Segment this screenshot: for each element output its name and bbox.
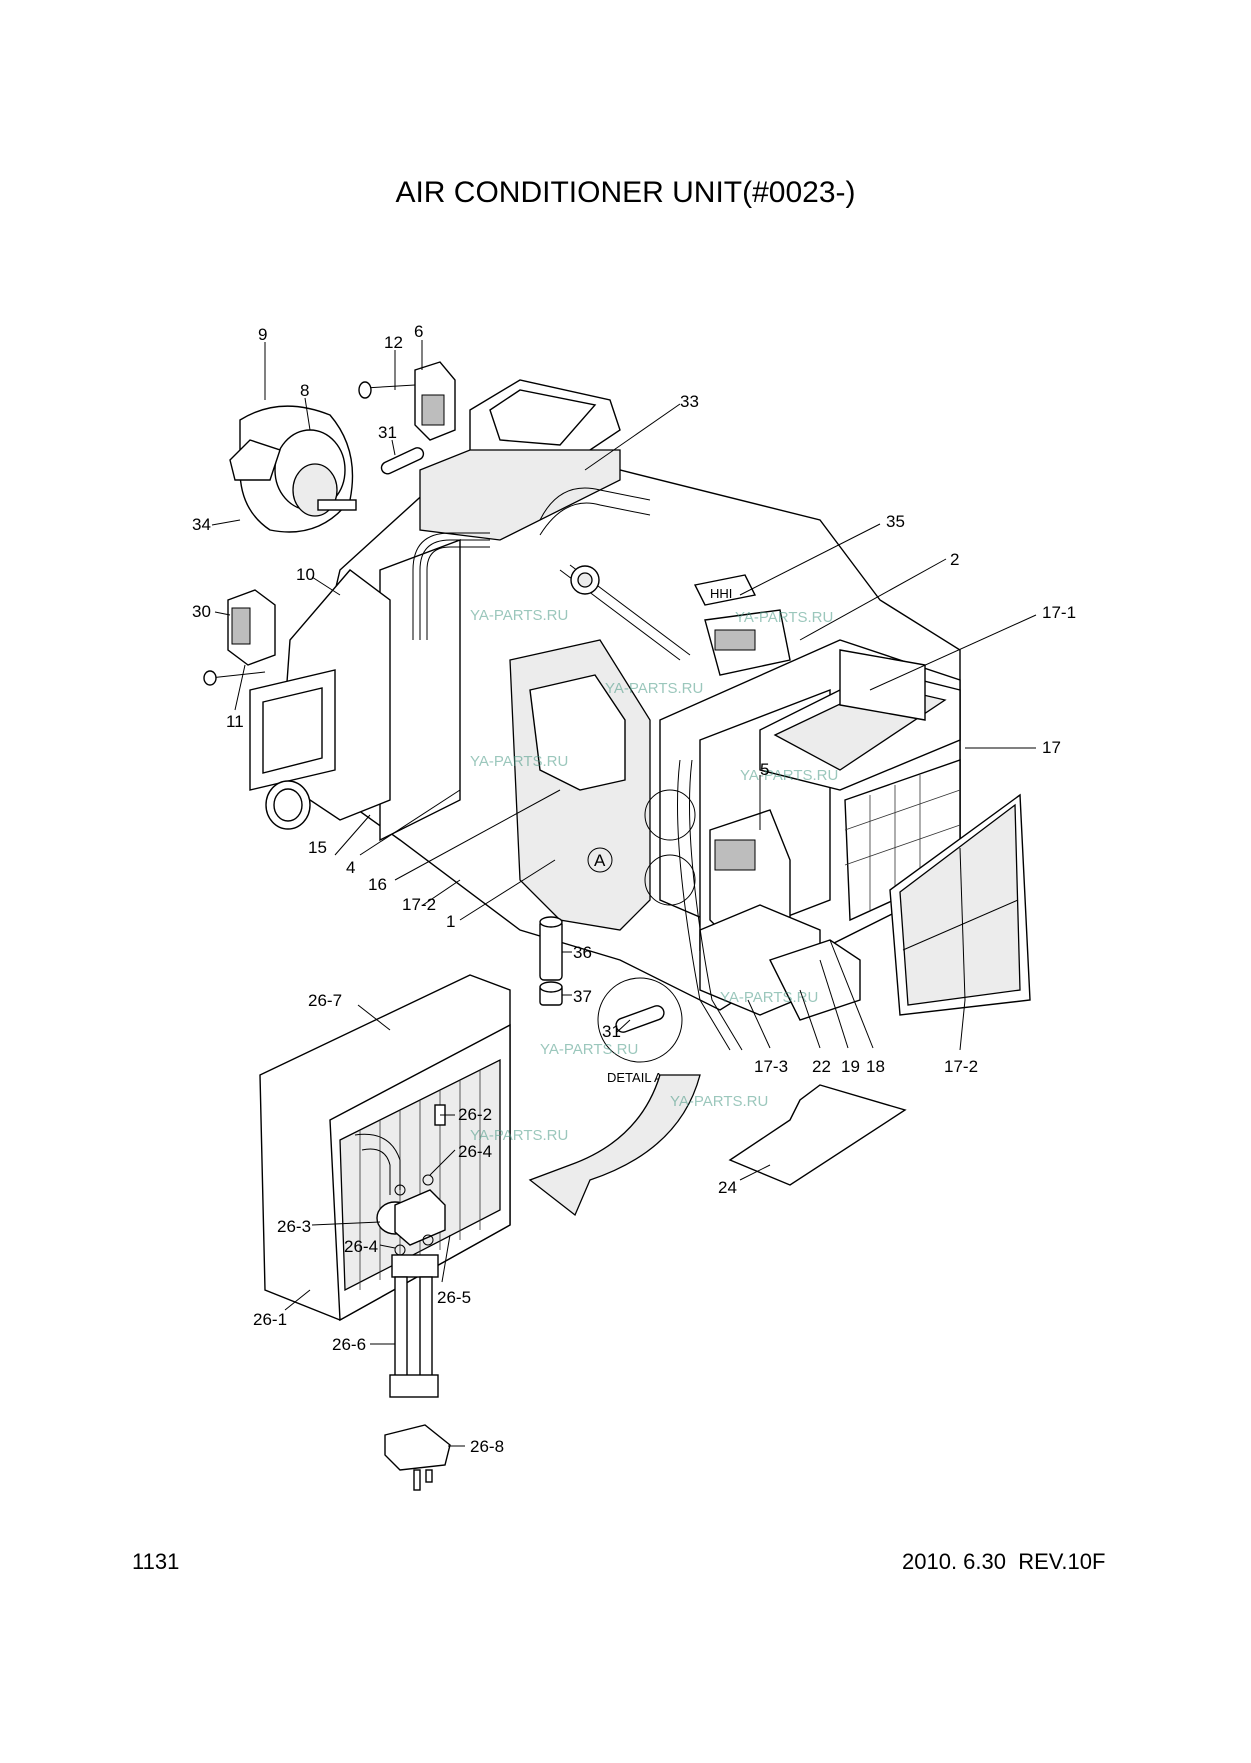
plate-text: HHI <box>710 586 732 601</box>
label-12: 12 <box>384 333 403 352</box>
expansion-valve <box>354 1104 446 1398</box>
lower-right-components <box>699 809 861 1021</box>
label-33: 33 <box>680 392 699 411</box>
filter-17-2 <box>889 793 1031 1016</box>
label-15: 16 <box>368 875 387 894</box>
evaporator-core <box>259 974 511 1322</box>
watermark-text-6: YA-PARTS.RU <box>540 1041 638 1058</box>
watermark-text-4: YA-PARTS.RU <box>470 753 568 770</box>
label-9: 9 <box>258 325 267 344</box>
label-17-3: 17-3 <box>754 1057 788 1076</box>
label-26-2: 26-2 <box>458 1105 492 1124</box>
watermark-text-9: YA-PARTS.RU <box>470 1127 568 1144</box>
label-26-4a: 26-4 <box>458 1142 492 1161</box>
flange-26-8 <box>384 1424 451 1491</box>
label-16: 17-2 <box>402 895 436 914</box>
actuator-10 <box>358 361 456 441</box>
page-number: 1131 <box>132 1549 180 1574</box>
watermark-text-7: YA-PARTS.RU <box>720 989 818 1006</box>
label-26-4b: 26-4 <box>344 1237 378 1256</box>
detail-marker: A <box>594 851 606 870</box>
label-26-6: 26-6 <box>332 1335 366 1354</box>
label-36: 36 <box>573 943 592 962</box>
watermark-text-1: YA-PARTS.RU <box>470 607 568 624</box>
watermark-text-5: YA-PARTS.RU <box>740 767 838 784</box>
label-26-1: 26-1 <box>253 1310 287 1329</box>
label-2: 2 <box>950 550 959 569</box>
upper-duct <box>419 379 621 541</box>
revision-date: 2010. 6.30 REV.10F <box>902 1549 1106 1574</box>
label-8: 8 <box>300 381 309 400</box>
leader-lines <box>211 340 1037 1447</box>
label-26-8: 26-8 <box>470 1437 504 1456</box>
label-6: 10 <box>296 565 315 584</box>
label-5: 5 <box>760 760 769 779</box>
label-7: 11 <box>226 712 244 731</box>
label-17-2: 17-2 <box>944 1057 978 1076</box>
label-19: 19 <box>841 1057 860 1076</box>
link-31 <box>380 447 425 475</box>
label-22: 22 <box>812 1057 831 1076</box>
label-24: 24 <box>718 1178 737 1197</box>
label-26-7: 26-7 <box>308 991 342 1010</box>
drain-36 <box>539 916 563 981</box>
label-18: 18 <box>866 1057 885 1076</box>
part-labels: 9 8 12 6 33 31 34 35 2 17-1 10 30 11 17 … <box>192 322 1076 1456</box>
mat-24 <box>728 1084 907 1186</box>
watermark-text-2: YA-PARTS.RU <box>735 609 833 626</box>
detail-label: DETAIL A <box>607 1070 663 1085</box>
watermark-text-8: YA-PARTS.RU <box>670 1093 768 1110</box>
label-10: 6 <box>414 322 423 341</box>
pipes <box>412 487 691 661</box>
watermarks: YA-PARTS.RU YA-PARTS.RU YA-PARTS.RU YA-P… <box>470 607 838 1144</box>
page-title: AIR CONDITIONER UNIT(#0023-) <box>395 176 856 209</box>
label-1: 1 <box>446 912 455 931</box>
hhi-plate: HHI <box>693 574 791 676</box>
label-26-3: 26-3 <box>277 1217 311 1236</box>
detail-a-circle: DETAIL A <box>597 977 683 1085</box>
label-30: 30 <box>192 602 211 621</box>
label-37: 37 <box>573 987 592 1006</box>
filter-17-1 <box>839 649 926 721</box>
label-35: 35 <box>886 512 905 531</box>
label-11: 15 <box>308 838 327 857</box>
drain-37 <box>539 981 563 1006</box>
label-31: 31 <box>378 423 397 442</box>
actuator-30 <box>203 589 276 686</box>
hoses: A <box>587 759 743 1051</box>
label-17-1: 17-1 <box>1042 603 1076 622</box>
label-4: 4 <box>346 858 355 877</box>
blower-housing <box>249 569 391 830</box>
pointer-arrow <box>528 1074 701 1217</box>
watermark-text-3: YA-PARTS.RU <box>605 680 703 697</box>
label-17: 17 <box>1042 738 1061 757</box>
label-26-5: 26-5 <box>437 1288 471 1307</box>
blower-motor <box>229 405 357 533</box>
label-34: 34 <box>192 515 211 534</box>
label-31-detail: 31 <box>602 1022 621 1041</box>
